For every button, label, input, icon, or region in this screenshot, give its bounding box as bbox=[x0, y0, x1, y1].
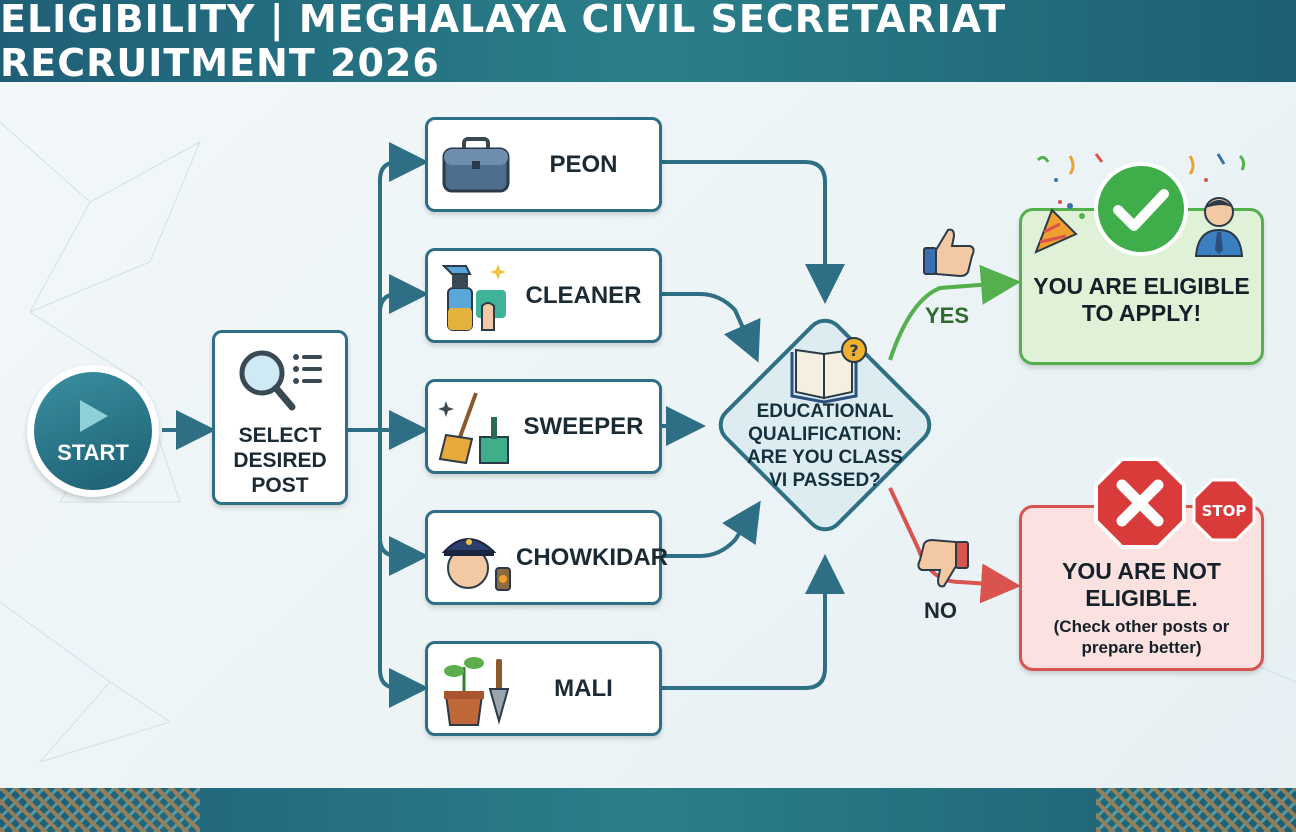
book-question-icon: ? bbox=[790, 337, 867, 404]
no-arrow bbox=[888, 487, 1021, 604]
plant-pot-icon bbox=[444, 656, 510, 726]
result-not-eligible-hint: (Check other posts or prepare better) bbox=[1053, 617, 1230, 657]
broom-icon bbox=[438, 391, 509, 464]
post-mali: MALI bbox=[425, 641, 662, 736]
yes-arrow bbox=[888, 264, 1021, 361]
thumbs-up-icon bbox=[923, 228, 975, 278]
post-label: CLEANER bbox=[525, 281, 642, 309]
result-not-eligible-text: YOU ARE NOT ELIGIBLE. bbox=[1062, 558, 1221, 611]
person-icon bbox=[1194, 197, 1244, 257]
post-cleaner: CLEANER bbox=[425, 248, 662, 343]
arrow-to-cleaner bbox=[378, 274, 429, 314]
mali-to-decision bbox=[662, 554, 845, 690]
footer-pattern-right bbox=[1096, 788, 1296, 832]
decision-node: ? bbox=[718, 318, 932, 532]
stop-sign-label: STOP bbox=[1202, 502, 1247, 520]
trunk-line bbox=[378, 160, 399, 690]
post-label: MALI bbox=[554, 674, 613, 702]
post-chowkidar: CHOWKIDAR bbox=[425, 510, 668, 605]
party-popper-icon bbox=[1034, 200, 1085, 254]
post-label: CHOWKIDAR bbox=[516, 543, 668, 571]
decision-label: EDUCATIONAL QUALIFICATION: ARE YOU CLASS… bbox=[747, 401, 903, 491]
cross-icon bbox=[1094, 457, 1186, 549]
svg-text:?: ? bbox=[849, 341, 858, 360]
post-label: SWEEPER bbox=[523, 412, 644, 440]
confetti-icon bbox=[1036, 153, 1246, 182]
play-icon bbox=[80, 400, 108, 432]
page-title: ELIGIBILITY | MEGHALAYA CIVIL SECRETARIA… bbox=[0, 0, 1007, 85]
start-node: START bbox=[27, 365, 159, 497]
result-eligible-text: YOU ARE ELIGIBLE TO APPLY! bbox=[1033, 273, 1250, 326]
select-post-label: SELECT DESIRED POST bbox=[233, 424, 327, 497]
footer-pattern-left bbox=[0, 788, 200, 832]
guard-icon bbox=[441, 537, 511, 591]
peon-to-decision bbox=[662, 160, 845, 304]
select-post-node: SELECT DESIRED POST bbox=[212, 330, 348, 505]
cleaner-to-decision bbox=[662, 292, 761, 363]
briefcase-icon bbox=[442, 136, 510, 192]
post-label: PEON bbox=[549, 150, 618, 178]
yes-label: YES bbox=[925, 303, 970, 328]
result-not-eligible: YOU ARE NOT ELIGIBLE. (Check other posts… bbox=[1019, 505, 1264, 671]
thumbs-down-icon bbox=[917, 538, 969, 588]
search-list-icon bbox=[239, 350, 322, 411]
chowkidar-to-decision bbox=[662, 500, 761, 558]
arrow-to-chowkidar bbox=[378, 536, 429, 576]
post-sweeper: SWEEPER bbox=[425, 379, 662, 474]
no-label: NO bbox=[924, 598, 957, 623]
footer-banner bbox=[0, 788, 1296, 832]
header-banner: ELIGIBILITY | MEGHALAYA CIVIL SECRETARIA… bbox=[0, 0, 1296, 85]
start-label: START bbox=[57, 440, 129, 465]
check-icon bbox=[1094, 162, 1188, 256]
stop-sign-icon: STOP bbox=[1192, 478, 1256, 542]
post-peon: PEON bbox=[425, 117, 662, 212]
spray-bottle-icon bbox=[441, 263, 506, 331]
